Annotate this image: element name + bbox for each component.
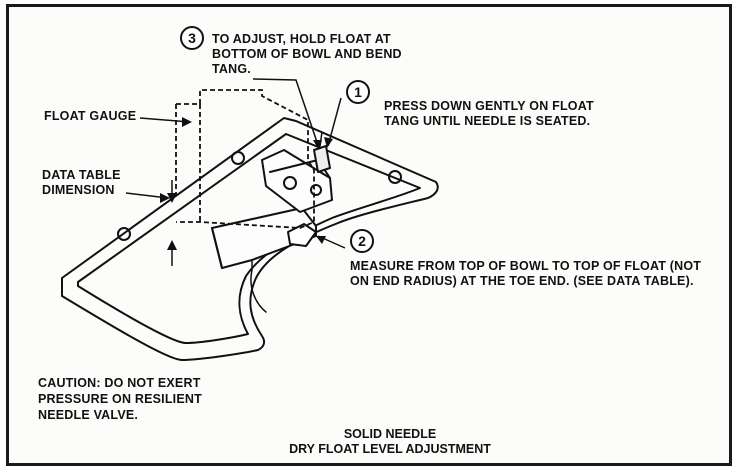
float-gauge-outline bbox=[176, 89, 315, 229]
step-3-text: TO ADJUST, HOLD FLOAT AT BOTTOM OF BOWL … bbox=[212, 32, 402, 76]
float-gauge-label: FLOAT GAUGE bbox=[44, 109, 137, 123]
needle-seat bbox=[313, 145, 331, 173]
step-2-text: MEASURE FROM TOP OF BOWL TO TOP OF FLOAT… bbox=[350, 259, 702, 288]
callout-number-1: 1 bbox=[346, 80, 370, 104]
caption-title: SOLID NEEDLE bbox=[343, 427, 437, 441]
float-toe bbox=[287, 223, 317, 247]
caution-note: CAUTION: DO NOT EXERT PRESSURE ON RESILI… bbox=[38, 376, 202, 422]
caption-subtitle: DRY FLOAT LEVEL ADJUSTMENT bbox=[289, 442, 491, 456]
bowl-rim bbox=[77, 133, 421, 344]
bowl-outline bbox=[61, 117, 439, 361]
step-1-text: PRESS DOWN GENTLY ON FLOAT TANG UNTIL NE… bbox=[384, 99, 594, 128]
callout-number-3: 3 bbox=[180, 26, 204, 50]
data-table-dimension-label: DATA TABLE DIMENSION bbox=[42, 168, 121, 197]
callout-number-2: 2 bbox=[350, 229, 374, 253]
